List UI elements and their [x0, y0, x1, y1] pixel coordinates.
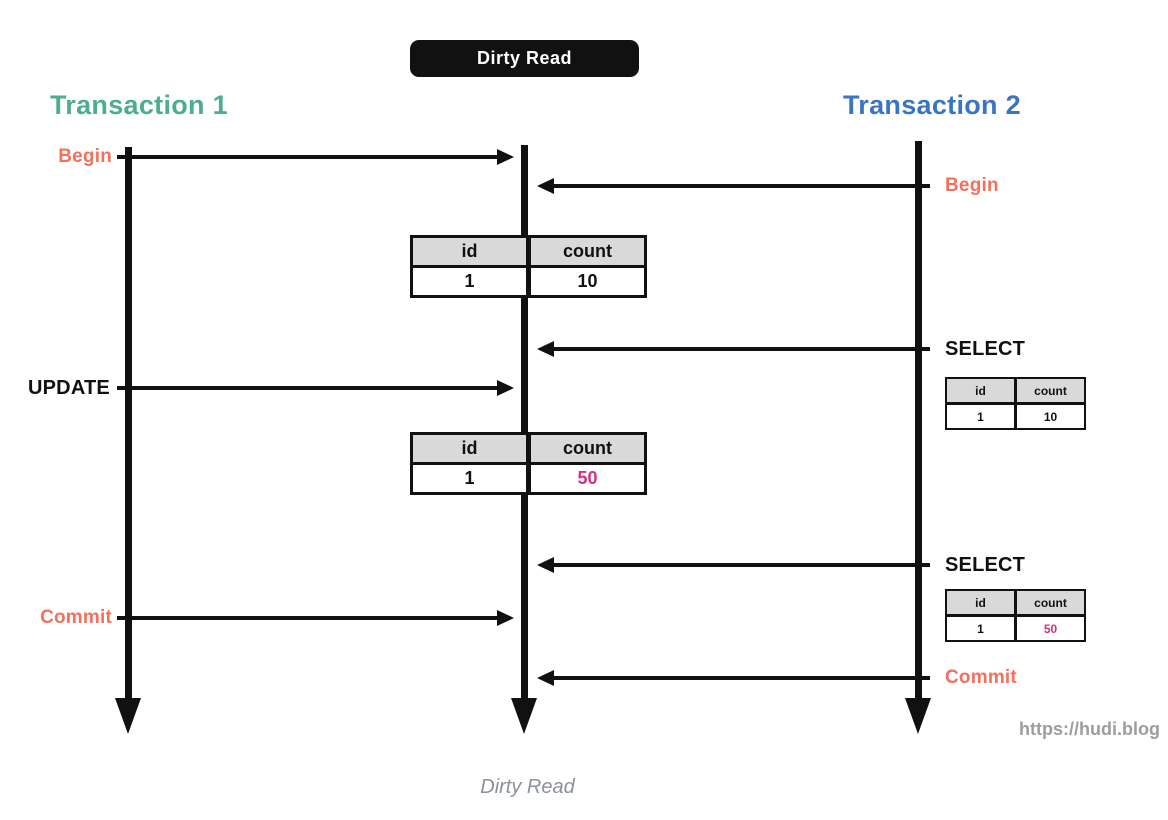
arrow-t2-begin-head-icon: [537, 178, 554, 194]
transaction2-label: Transaction 2: [843, 90, 1021, 120]
event-t1-update: UPDATE: [28, 377, 110, 399]
title-text: Dirty Read: [476, 48, 573, 68]
arrow-t1-commit: [117, 616, 497, 620]
cell-id: 1: [413, 465, 531, 492]
header-cell-count: count: [563, 438, 612, 458]
table-data-row: 1 50: [413, 465, 644, 492]
title-box: Dirty Read: [410, 40, 639, 77]
cell-count: 10: [1043, 409, 1058, 424]
event-t2-select1: SELECT: [945, 338, 1026, 360]
table-header-row: id count: [413, 238, 644, 268]
header-cell-id: id: [413, 435, 531, 462]
cell-count: 10: [577, 271, 598, 291]
timeline-transaction1-arrowhead-icon: [115, 698, 141, 734]
timeline-transaction1: [125, 147, 132, 698]
event-t1-begin: Begin: [58, 146, 112, 167]
table-data-row: 1 10: [413, 268, 644, 295]
cell-id: 1: [947, 617, 1017, 640]
cell-id: 1: [947, 405, 1017, 428]
timeline-database-arrowhead-icon: [511, 698, 537, 734]
event-t2-commit: Commit: [945, 667, 1017, 688]
timeline-database: [521, 145, 528, 698]
table-select2-result: id count 1 50: [945, 589, 1086, 642]
arrow-t2-select2: [554, 563, 930, 567]
table-center-after: id count 1 50: [410, 432, 647, 495]
table-header-row: id count: [947, 591, 1084, 617]
arrow-t2-select1-head-icon: [537, 341, 554, 357]
arrow-t2-select2-head-icon: [537, 557, 554, 573]
table-data-row: 1 10: [947, 405, 1084, 428]
timeline-transaction2: [915, 141, 922, 698]
timeline-transaction2-arrowhead-icon: [905, 698, 931, 734]
arrow-t2-commit: [554, 676, 930, 680]
table-center-before: id count 1 10: [410, 235, 647, 298]
figure-caption: Dirty Read: [480, 776, 575, 798]
event-t2-begin: Begin: [945, 175, 999, 196]
arrow-t1-begin-head-icon: [497, 149, 514, 165]
header-cell-id: id: [947, 379, 1017, 402]
table-select1-result: id count 1 10: [945, 377, 1086, 430]
arrow-t2-select1: [554, 347, 930, 351]
header-cell-id: id: [413, 238, 531, 265]
arrow-t1-update-head-icon: [497, 380, 514, 396]
header-cell-id: id: [947, 591, 1017, 614]
header-cell-count: count: [1034, 595, 1067, 610]
header-cell-count: count: [1034, 383, 1067, 398]
table-header-row: id count: [413, 435, 644, 465]
arrow-t1-begin: [117, 155, 497, 159]
arrow-t2-commit-head-icon: [537, 670, 554, 686]
cell-count-dirty: 50: [1043, 621, 1058, 636]
event-t1-commit: Commit: [40, 607, 112, 628]
header-cell-count: count: [563, 241, 612, 261]
cell-count-dirty: 50: [577, 468, 598, 488]
arrow-t1-commit-head-icon: [497, 610, 514, 626]
arrow-t1-update: [117, 386, 497, 390]
table-header-row: id count: [947, 379, 1084, 405]
transaction1-label: Transaction 1: [50, 90, 228, 120]
arrow-t2-begin: [554, 184, 930, 188]
watermark-url: https://hudi.blog: [1019, 719, 1160, 739]
table-data-row: 1 50: [947, 617, 1084, 640]
cell-id: 1: [413, 268, 531, 295]
event-t2-select2: SELECT: [945, 554, 1026, 576]
